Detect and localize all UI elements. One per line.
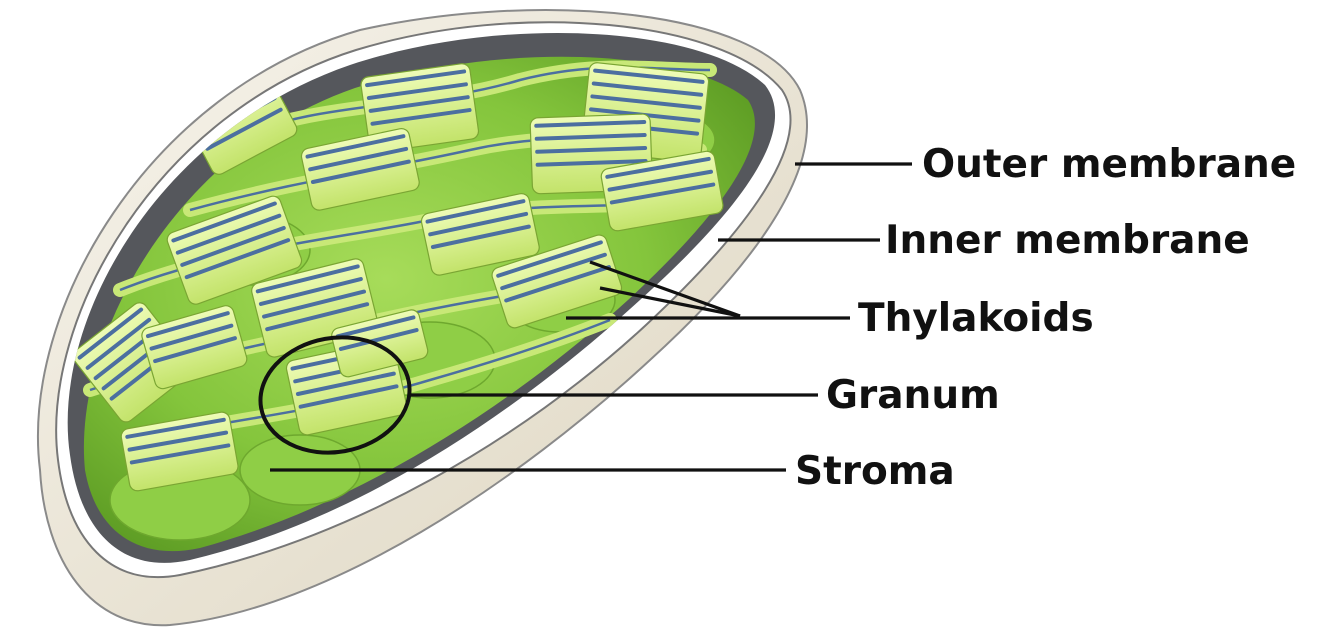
stroma-label: Stroma	[795, 449, 955, 494]
outer-membrane-label: Outer membrane	[922, 142, 1296, 187]
granum-label: Granum	[826, 373, 1000, 418]
thylakoids-label: Thylakoids	[858, 296, 1094, 341]
inner-membrane-label: Inner membrane	[885, 218, 1250, 263]
